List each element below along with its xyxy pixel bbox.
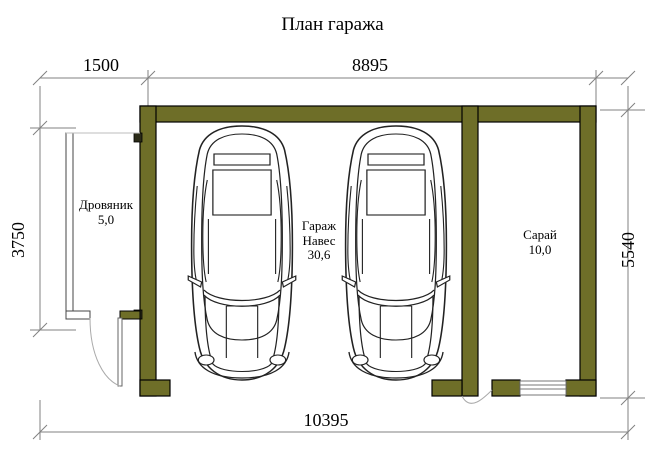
dimension-tick — [32, 120, 48, 136]
dimension-tick — [140, 70, 156, 86]
dimension-label-bottom: 10395 — [303, 410, 349, 430]
dimension-label-right: 5540 — [618, 232, 638, 268]
dimension-tick — [32, 322, 48, 338]
room-label-shed: Сарай 10,0 — [523, 227, 557, 257]
dimension-tick — [620, 390, 636, 406]
wall-bottom-shed-stub — [491, 379, 521, 397]
door-woodshed — [89, 317, 123, 387]
door-leaf-woodshed — [117, 317, 123, 387]
wall-partition — [461, 105, 479, 397]
dimension-tick — [32, 70, 48, 86]
walls — [139, 105, 597, 397]
window-opening-shed — [519, 380, 567, 396]
shed-openings — [461, 380, 567, 404]
dimension-tick — [32, 424, 48, 440]
woodshed-enclosure — [65, 132, 141, 320]
wall-bottom-garage-stub — [431, 379, 463, 397]
door-swing-arc-woodshed — [89, 317, 121, 387]
dimension-tick — [588, 70, 604, 86]
dimension-label-top-left: 1500 — [83, 55, 119, 75]
room-label-garage: Гараж Навес 30,6 — [301, 218, 337, 263]
room-label-woodshed: Дровяник 5,0 — [78, 197, 134, 227]
wall-bottom-shed-right-stub — [565, 379, 597, 397]
page-title: План гаража — [281, 14, 384, 35]
dimension-tick — [620, 70, 636, 86]
woodshed-bottom-right-wall — [119, 310, 141, 320]
wall-bottom-left-stub — [139, 379, 171, 397]
dimension-label-left: 3750 — [8, 222, 28, 258]
dimension-tick — [620, 424, 636, 440]
dimension-label-top-right: 8895 — [352, 55, 388, 75]
woodshed-bottom-left-wall — [65, 310, 91, 320]
door-swing-arc-shed — [461, 389, 493, 404]
dimension-lines — [30, 70, 645, 440]
wall-top — [139, 105, 597, 123]
jamb-upper-left — [133, 132, 143, 143]
dimension-tick — [620, 102, 636, 118]
wall-left — [139, 105, 157, 397]
